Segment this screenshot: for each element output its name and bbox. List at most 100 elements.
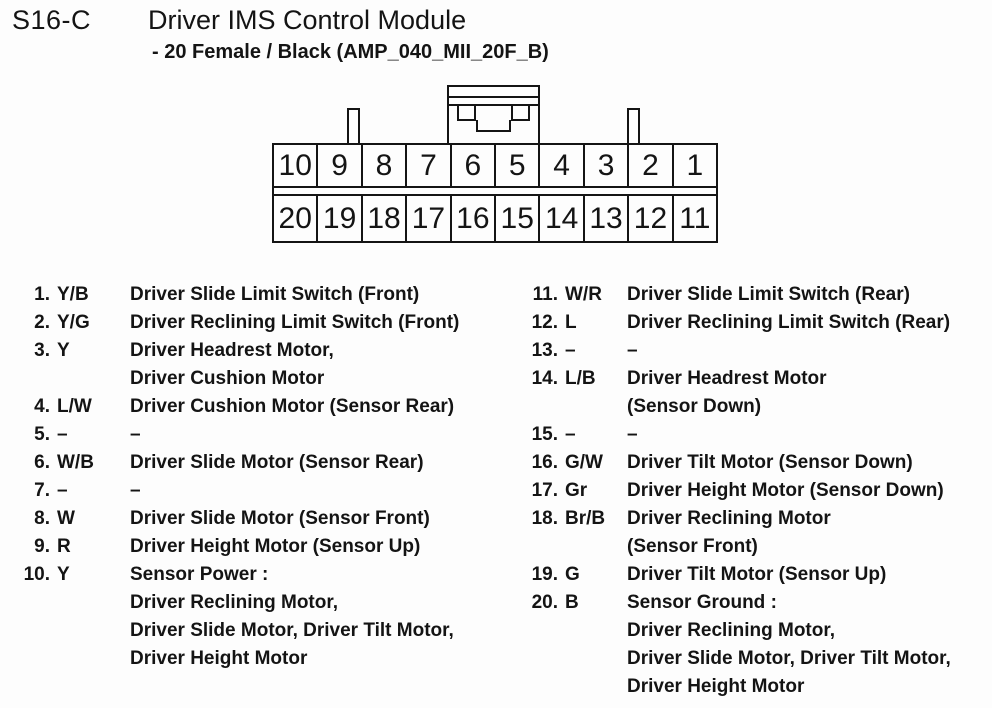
- pin-label: 4. L/W: [14, 393, 130, 421]
- pin-wire-color-code: –: [565, 340, 576, 361]
- pin-number: 15.: [531, 424, 558, 445]
- pin-label: 1. Y/B: [14, 281, 130, 309]
- connector-divider-strip: [272, 188, 718, 194]
- connector-pin-cell: 2: [627, 145, 671, 186]
- pin-label: 5.–: [14, 421, 130, 449]
- pin-wire-color-code: W: [57, 508, 75, 529]
- connector-pin-cell: 3: [582, 145, 627, 186]
- page-title: Driver IMS Control Module: [148, 5, 467, 35]
- pin-number: 10.: [23, 564, 50, 585]
- pin-list-item: 17. Gr Driver Height Motor (Sensor Down): [522, 477, 986, 505]
- pin-number: 17.: [531, 480, 558, 501]
- pin-wire-color-code: –: [57, 424, 68, 445]
- pin-wire-color-code: Y: [57, 340, 70, 361]
- connector-pin-cell: 4: [538, 145, 582, 186]
- pin-number: 9.: [34, 536, 50, 557]
- pin-list-item: 19. G Driver Tilt Motor (Sensor Up): [522, 561, 986, 589]
- pin-list-item: 13.––: [522, 337, 986, 365]
- pin-description: Driver Tilt Motor (Sensor Up): [627, 564, 887, 585]
- pin-wire-color-code: B: [565, 592, 579, 613]
- pin-wire-color-code: L: [565, 312, 577, 333]
- pin-wire-color-code: L/W: [57, 396, 92, 417]
- pin-description: Sensor Ground : Driver Reclining Motor, …: [627, 592, 951, 697]
- connector-pin-cell: 9: [316, 145, 360, 186]
- pin-wire-color-code: R: [57, 536, 71, 557]
- pin-number: 2.: [34, 312, 50, 333]
- pin-description: Driver Reclining Limit Switch (Rear): [627, 312, 951, 333]
- pin-wire-color-code: Y: [57, 564, 70, 585]
- connector-pin-cell: 10: [278, 149, 312, 182]
- pin-description: Driver Height Motor (Sensor Down): [627, 480, 944, 501]
- connector-pin-cell: 1: [671, 145, 716, 186]
- pin-wire-color-code: G: [565, 564, 580, 585]
- pin-wire-color-code: Y/B: [57, 284, 89, 305]
- pin-number: 11.: [532, 284, 558, 305]
- pin-number: 4.: [34, 396, 50, 417]
- pin-wire-color-code: G/W: [565, 452, 603, 473]
- pin-label: 7.–: [14, 477, 130, 505]
- connector-pin-cell: 5: [494, 145, 538, 186]
- connector-pin-cell: 8: [360, 145, 405, 186]
- pin-list-item: 20. B Sensor Ground : Driver Reclining Mot…: [522, 589, 986, 701]
- connector-pin-cell: 13: [582, 196, 627, 241]
- connector-pin-cell: 20: [278, 202, 312, 235]
- connector-pin-cell: 11: [671, 196, 716, 241]
- pin-description: Driver Headrest Motor, Driver Cushion Mo…: [130, 340, 334, 389]
- pin-wire-color-code: –: [57, 480, 68, 501]
- connector-key-tab-right: [627, 108, 640, 143]
- pin-wire-color-code: Gr: [565, 480, 588, 501]
- pin-list-item: 11. W/R Driver Slide Limit Switch (Rear): [522, 281, 986, 309]
- pin-number: 8.: [34, 508, 50, 529]
- pin-wire-color-code: L/B: [565, 368, 596, 389]
- pin-description: Driver Slide Motor (Sensor Front): [130, 508, 430, 529]
- pin-number: 6.: [34, 452, 50, 473]
- connector-latch-icon: [447, 85, 540, 143]
- pin-list-item: 5.––: [14, 421, 506, 449]
- pin-number: 16.: [531, 452, 558, 473]
- pin-description: Driver Reclining Limit Switch (Front): [130, 312, 460, 333]
- pin-label: 18.Br/B: [522, 505, 627, 561]
- pin-description: Driver Slide Limit Switch (Front): [130, 284, 420, 305]
- pin-label: 15.–: [522, 421, 627, 449]
- connector-pin-cell: 18: [360, 196, 405, 241]
- pin-label: 3.Y: [14, 337, 130, 393]
- pin-wire-color-code: W/R: [565, 284, 602, 305]
- connector-pin-cell: 15: [494, 196, 538, 241]
- pin-label: 2. Y/G: [14, 309, 130, 337]
- pin-number: 1.: [34, 284, 50, 305]
- pin-list-item: 15.––: [522, 421, 986, 449]
- pin-description: Driver Slide Limit Switch (Rear): [627, 284, 910, 305]
- pin-description: –: [627, 340, 638, 361]
- pin-number: 20.: [531, 592, 558, 613]
- connector-pin-cell: 16: [449, 196, 494, 241]
- pin-label: 9. R: [14, 533, 130, 561]
- pin-number: 19.: [531, 564, 558, 585]
- pin-wire-color-code: –: [565, 424, 576, 445]
- pin-wire-color-code: Y/G: [57, 312, 90, 333]
- pin-label: 6. W/B: [14, 449, 130, 477]
- pin-label: 14.L/B: [522, 365, 627, 421]
- pin-number: 7.: [34, 480, 50, 501]
- pin-wire-color-code: W/B: [57, 452, 94, 473]
- pin-label: 10. Y: [14, 561, 130, 673]
- pin-label: 20. B: [522, 589, 627, 701]
- pin-number: 5.: [34, 424, 50, 445]
- pin-description: Driver Reclining Motor (Sensor Front): [627, 508, 831, 557]
- connector-pin-cell: 6: [449, 145, 494, 186]
- connector-pin-cell: 17: [405, 196, 449, 241]
- connector-pin-cell: 14: [538, 196, 582, 241]
- connector-spec-subtitle: - 20 Female / Black (AMP_040_MII_20F_B): [152, 41, 549, 63]
- connector-key-tab-left: [347, 108, 360, 143]
- pin-description: Driver Height Motor (Sensor Up): [130, 536, 421, 557]
- pin-label: 19. G: [522, 561, 627, 589]
